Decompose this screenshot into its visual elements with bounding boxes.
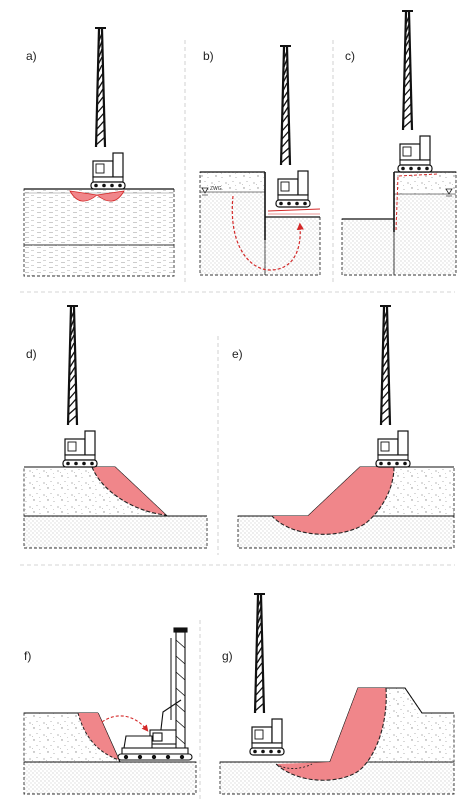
drilling-rig-icon <box>89 26 127 191</box>
bearing-failure-zone-right <box>96 190 125 202</box>
drilling-rig-icon <box>248 592 286 757</box>
panel-label-d: d) <box>26 347 37 361</box>
panel-a: a) <box>23 26 175 277</box>
deep-slope-failure-zone <box>276 688 387 781</box>
panel-label-a: a) <box>26 49 37 63</box>
panel-label-g: g) <box>222 649 233 663</box>
panel-c: c) <box>341 9 457 276</box>
panel-f: f) <box>23 627 197 795</box>
wall-deflection-line <box>395 173 439 231</box>
drilling-rig-icon <box>374 304 412 469</box>
slope-failure-zone <box>92 467 166 515</box>
subsoil-layer <box>23 515 208 549</box>
excavation-soil <box>264 216 321 276</box>
panel-g: g) <box>219 592 455 795</box>
slope-failure-zone <box>78 713 119 760</box>
panel-b: b) ZWG <box>199 44 321 276</box>
crane-icon <box>117 627 193 761</box>
ground-layer-lower <box>23 244 175 277</box>
lower-soil-block <box>341 218 395 276</box>
panel-label-c: c) <box>345 49 355 63</box>
groundwater-label: ZWG <box>210 186 222 192</box>
seepage-flow-line <box>231 195 304 271</box>
panel-label-b: b) <box>203 49 214 63</box>
deep-slope-failure-zone <box>272 467 394 535</box>
ground-layer-upper <box>23 188 175 246</box>
drilling-rig-icon <box>61 304 99 469</box>
panel-d: d) <box>23 304 208 549</box>
panel-separators <box>20 40 455 800</box>
panel-label-f: f) <box>24 649 31 663</box>
subsoil-layer <box>23 761 197 795</box>
panel-label-e: e) <box>232 347 243 361</box>
movement-arrow <box>101 715 149 732</box>
panel-e: e) <box>232 304 455 549</box>
drilling-rig-icon <box>396 9 434 174</box>
drilling-rig-icon <box>274 44 312 209</box>
